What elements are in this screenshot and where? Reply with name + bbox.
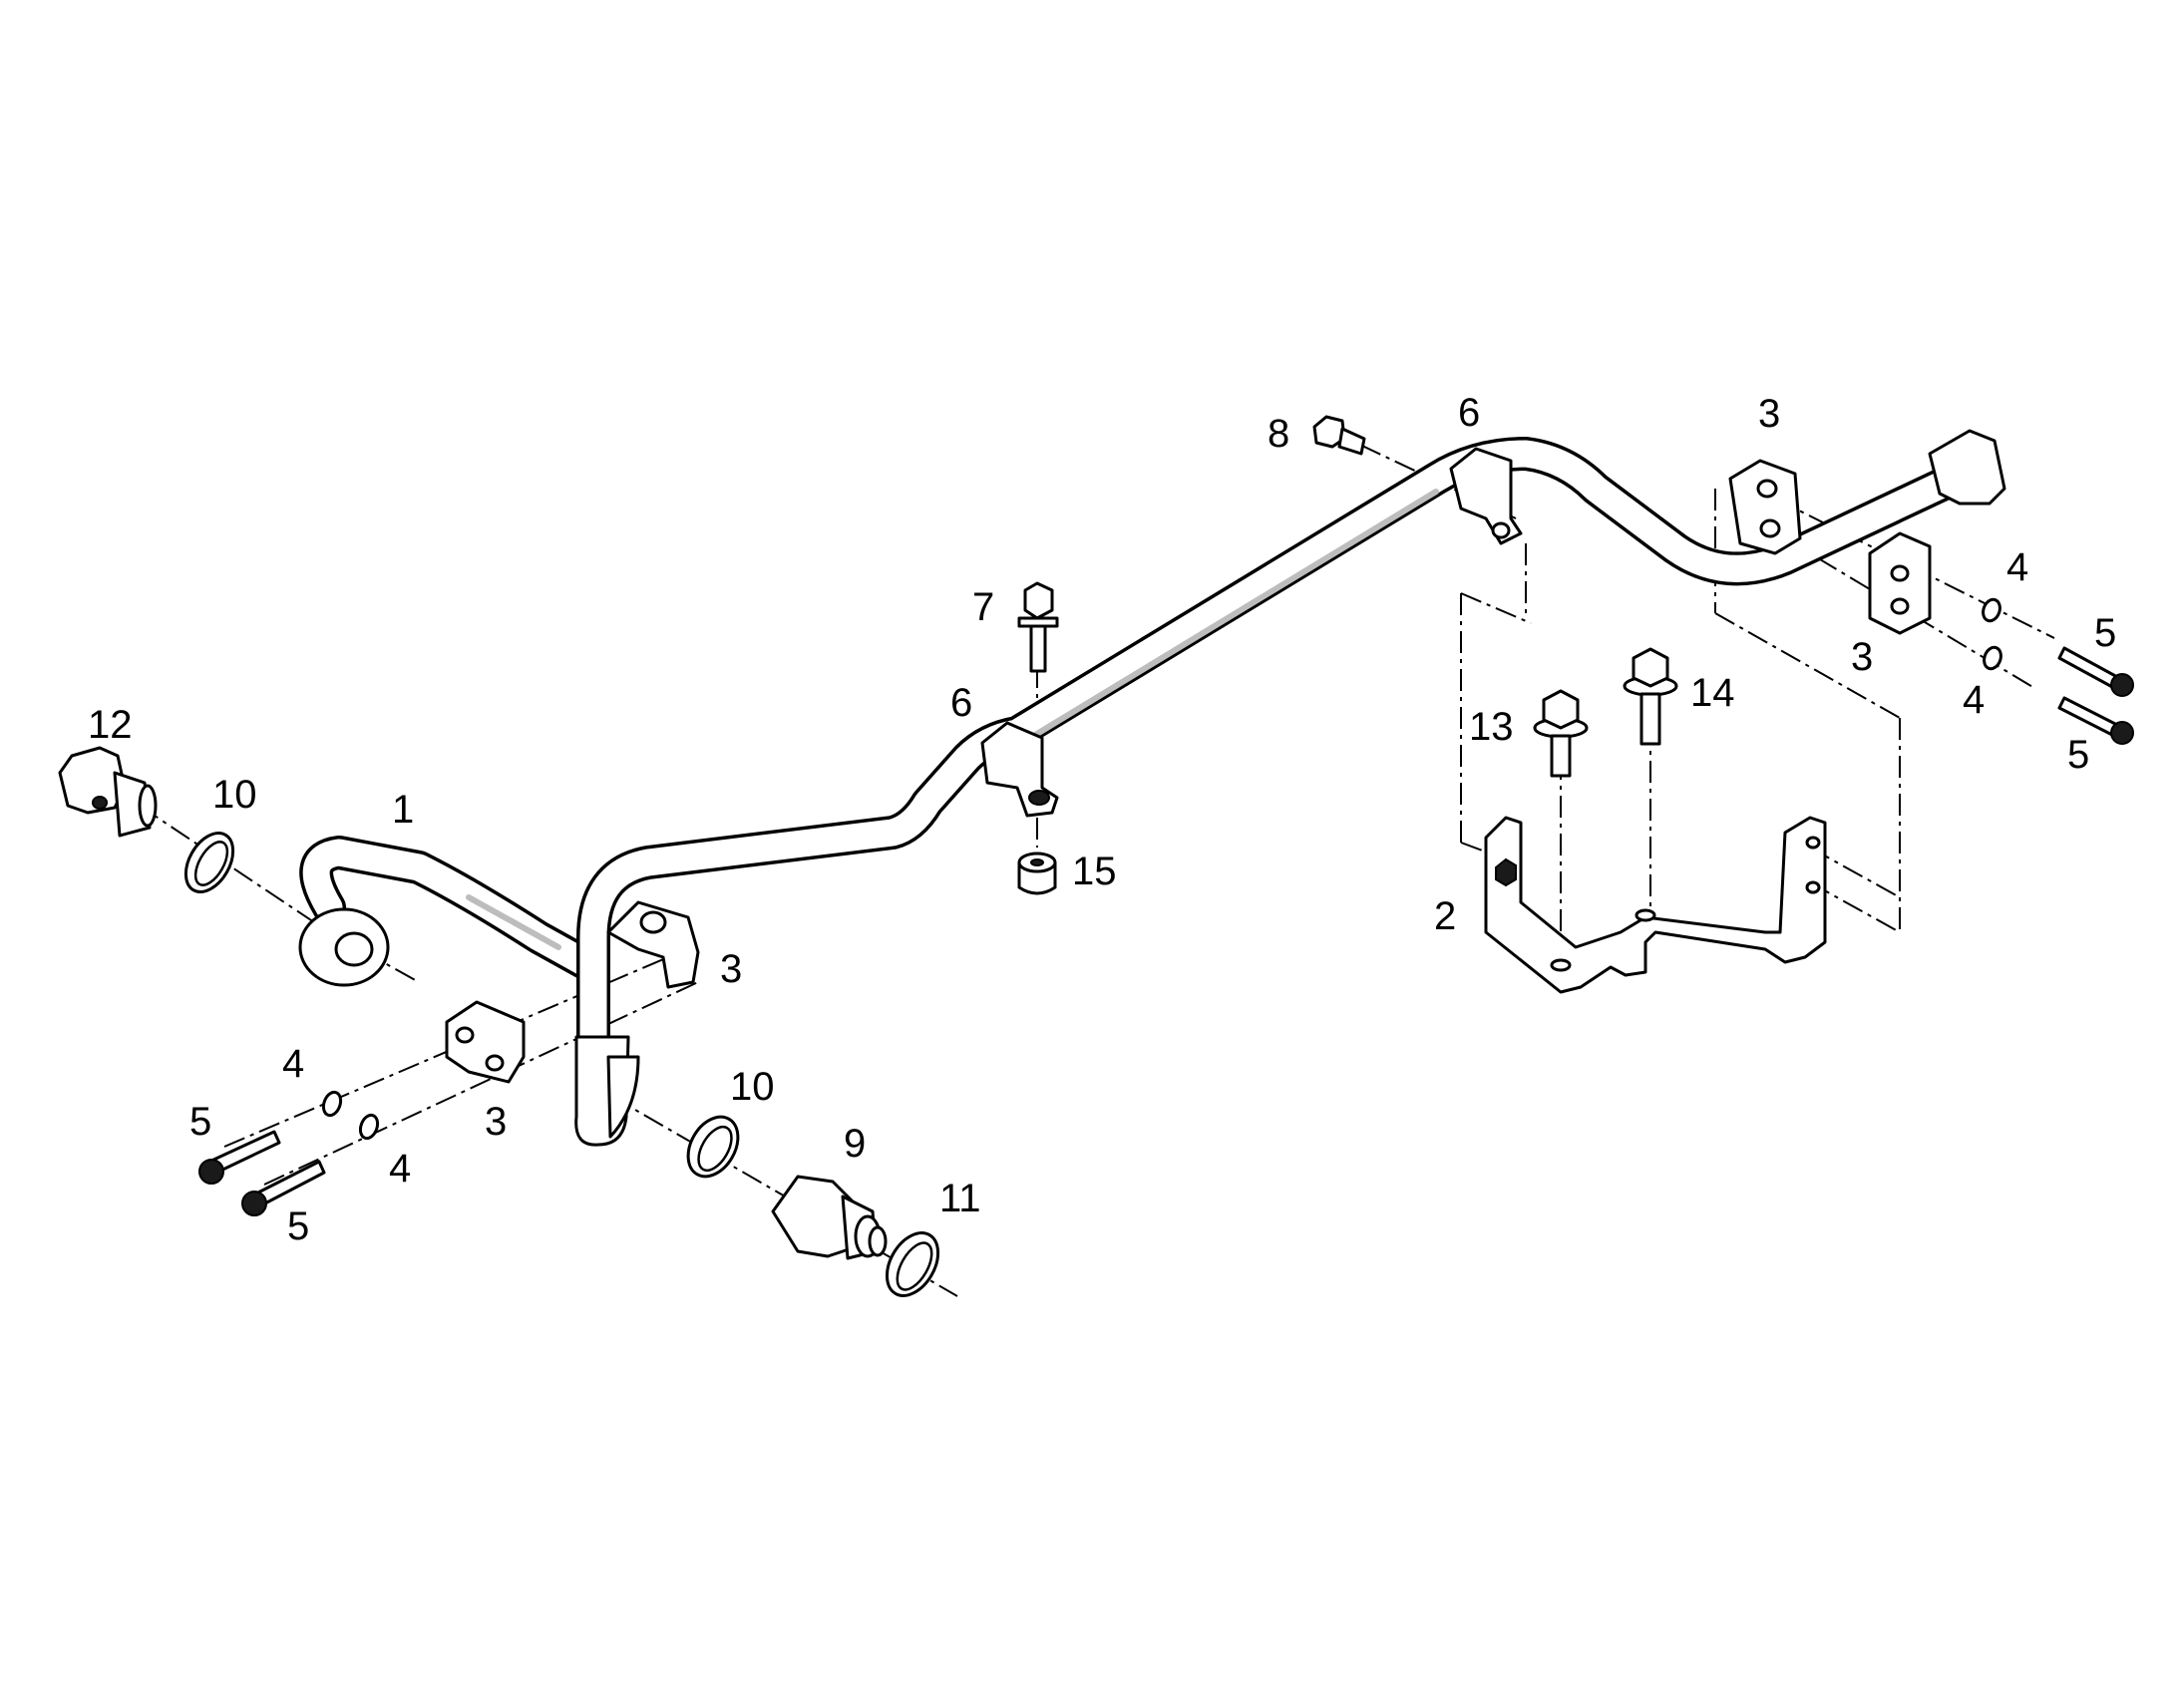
banjo-bolt	[58, 746, 158, 838]
spacer-sleeve	[1017, 852, 1057, 895]
callout-3: 3	[720, 947, 742, 991]
callout-13: 13	[1469, 705, 1514, 749]
pipe-clip-left	[980, 721, 1059, 818]
flange-bolt-14	[1623, 647, 1678, 746]
pipe-clip-right	[1449, 447, 1523, 545]
callout-3: 3	[1758, 392, 1780, 436]
callout-4: 4	[282, 1042, 304, 1086]
clamp-lower-right	[1868, 531, 1932, 635]
socket-head-bolts	[198, 646, 2134, 1216]
callout-2: 2	[1434, 894, 1456, 938]
washers	[321, 597, 2002, 1141]
hex-bolt-7	[1017, 581, 1059, 673]
callout-9: 9	[844, 1122, 866, 1166]
flange-bolt-13	[1533, 689, 1589, 778]
pipe-assembly	[298, 429, 2006, 1147]
sealing-ring-10-upper	[183, 832, 235, 893]
callout-10: 10	[212, 773, 257, 817]
callout-5: 5	[287, 1204, 309, 1248]
callout-4: 4	[2006, 545, 2028, 589]
sealing-ring-11	[885, 1231, 940, 1297]
clamp-lower-left	[445, 1000, 526, 1084]
callout-8: 8	[1268, 412, 1289, 456]
callout-7: 7	[972, 585, 994, 629]
callout-4: 4	[389, 1147, 411, 1191]
callout-3: 3	[1851, 635, 1873, 679]
callout-4: 4	[1963, 678, 1985, 722]
callout-5: 5	[189, 1100, 211, 1144]
callout-6: 6	[1458, 391, 1480, 435]
callout-labels: 12 10 1 3 3 4 4 5 5 10 9 11 7 6 15 8 6 3…	[88, 391, 2116, 1248]
callout-10: 10	[730, 1065, 775, 1109]
callout-14: 14	[1690, 671, 1735, 715]
callout-11: 11	[939, 1177, 981, 1220]
callout-5: 5	[2094, 611, 2116, 655]
callout-3: 3	[485, 1100, 507, 1144]
clamp-upper-left	[606, 900, 700, 989]
clamp-upper-right	[1728, 459, 1802, 555]
callout-15: 15	[1072, 850, 1117, 893]
sealing-ring-10-lower	[686, 1115, 740, 1179]
mounting-bracket	[1484, 816, 1827, 994]
callout-12: 12	[88, 703, 133, 747]
union-fitting	[771, 1175, 888, 1260]
hex-bolt-8	[1312, 415, 1366, 456]
callout-1: 1	[392, 788, 414, 832]
callout-6: 6	[950, 681, 972, 725]
callout-5: 5	[2067, 733, 2089, 777]
